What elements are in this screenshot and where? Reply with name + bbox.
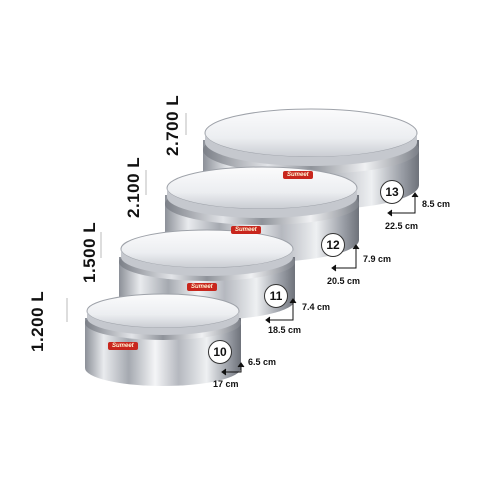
height-label-10: 6.5 cm [248, 357, 277, 367]
capacity-label-10: 1.200 L [28, 290, 47, 352]
dimension-lines [221, 192, 419, 376]
capacity-label-12: 2.100 L [124, 156, 143, 218]
brand-label-10: Sumeet [108, 342, 138, 350]
height-label-12: 7.9 cm [363, 254, 392, 264]
size-badge-13: 13 [380, 180, 404, 204]
brand-label-11: Sumeet [187, 283, 217, 291]
brand-label-13: Sumeet [283, 171, 313, 179]
capacity-ticks [66, 113, 187, 322]
diameter-label-10: 17 cm [213, 379, 239, 389]
height-label-11: 7.4 cm [302, 302, 331, 312]
brand-label-12: Sumeet [231, 226, 261, 234]
capacity-label-13: 2.700 L [163, 94, 182, 156]
diameter-label-13: 22.5 cm [385, 221, 419, 231]
capacity-label-11: 1.500 L [80, 221, 99, 283]
height-label-13: 8.5 cm [422, 199, 451, 209]
size-badge-12: 12 [321, 233, 345, 257]
size-badge-11: 11 [264, 284, 288, 308]
size-badge-10: 10 [208, 340, 232, 364]
diameter-label-11: 18.5 cm [268, 325, 302, 335]
diameter-label-12: 20.5 cm [327, 276, 361, 286]
container-10 [85, 293, 241, 386]
